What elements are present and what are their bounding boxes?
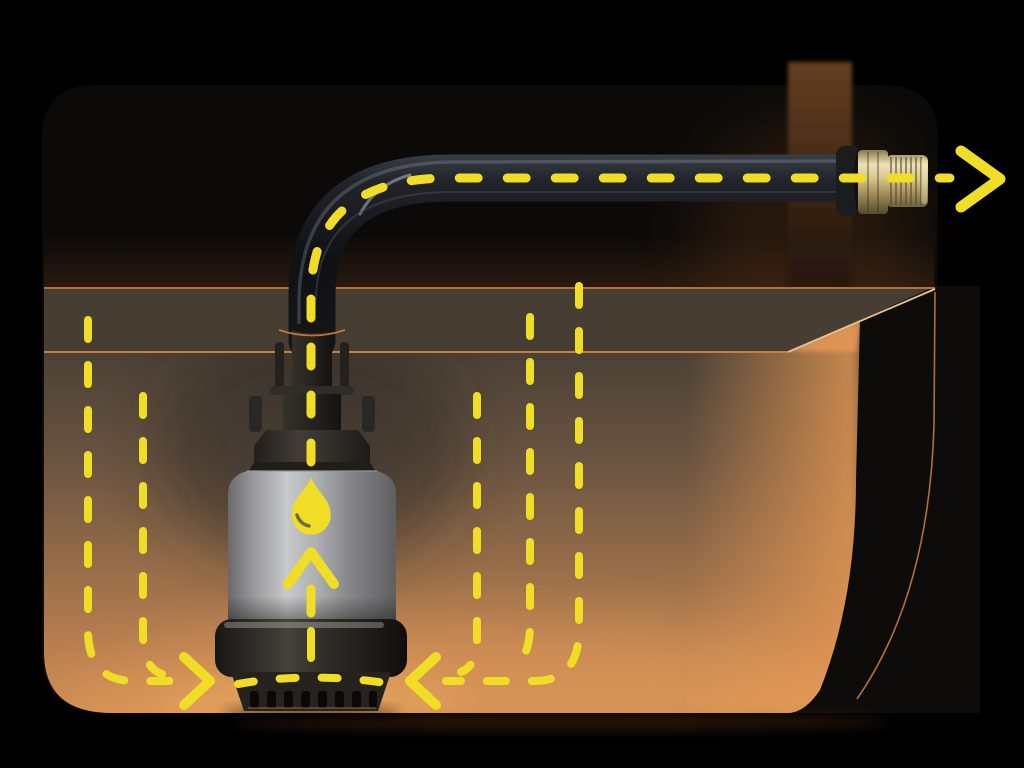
up-arrow-icon bbox=[283, 547, 339, 589]
flow-line-left-outer bbox=[84, 316, 184, 685]
arrow-into-pump-right-icon bbox=[405, 652, 441, 710]
fitting-tip-highlight bbox=[921, 158, 927, 204]
pump-side-pin-right bbox=[340, 342, 349, 394]
pump-crossbar bbox=[270, 386, 354, 395]
pump-neck-rim bbox=[291, 323, 333, 333]
flow-line-right-mid bbox=[509, 313, 534, 671]
flow-overlay bbox=[84, 145, 1006, 710]
surface-ring-on-neck bbox=[278, 329, 346, 337]
hose-top-highlight bbox=[297, 159, 845, 342]
intake-slots bbox=[250, 691, 377, 708]
flow-line-right-inner bbox=[457, 392, 481, 676]
hose-mid-reflection bbox=[315, 191, 843, 301]
tank-right-rim-light bbox=[856, 291, 936, 700]
liquid-surface-band bbox=[44, 288, 935, 352]
pump-collar-highlight bbox=[224, 622, 384, 628]
flow-line-main bbox=[306, 173, 955, 467]
fitting-hex-collar bbox=[858, 150, 888, 214]
pump-tab-right bbox=[362, 396, 375, 432]
floor-reflection bbox=[230, 713, 890, 731]
outlet-flow-arrow-icon bbox=[955, 145, 1006, 213]
flow-dashes-under-base bbox=[234, 673, 396, 688]
droplet-shine bbox=[295, 513, 311, 528]
flow-line-right-outer bbox=[442, 282, 583, 685]
surface-diagonal-line bbox=[787, 288, 936, 353]
flow-line-left-inner bbox=[139, 392, 166, 678]
pump-side-pin-left bbox=[275, 342, 284, 394]
arrow-into-pump-left-icon bbox=[179, 652, 215, 710]
pump-tab-left bbox=[249, 396, 262, 432]
tank-right-wall bbox=[790, 286, 980, 713]
